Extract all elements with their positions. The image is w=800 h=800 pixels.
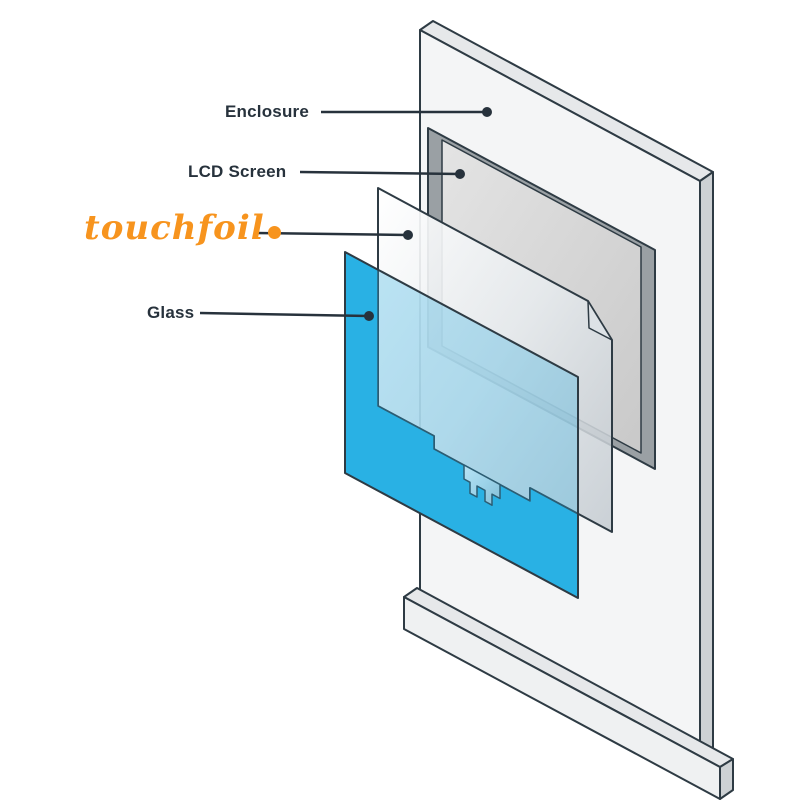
label-glass: Glass <box>147 303 195 322</box>
kiosk-right-face <box>699 171 714 758</box>
label-enclosure: Enclosure <box>225 102 309 121</box>
callout-dots <box>364 107 492 321</box>
callout-dot-lcd-screen <box>455 169 465 179</box>
foil-connector-tab <box>463 464 501 506</box>
touchfoil-logo: touchfoil <box>84 208 281 248</box>
touchfoil-fold-corner <box>587 300 613 341</box>
touchfoil-logo-dot <box>267 226 281 239</box>
touchfoil-logo-text: touchfoil <box>84 208 265 248</box>
callout-dot-enclosure <box>482 107 492 117</box>
kiosk-base-right <box>719 758 734 800</box>
callout-lines <box>199 110 487 318</box>
kiosk-base-front <box>403 596 721 800</box>
leader-line-touchfoil <box>255 231 409 237</box>
glass-sheet <box>344 251 579 599</box>
callout-dot-touchfoil <box>403 230 413 240</box>
label-lcd-screen: LCD Screen <box>188 162 287 181</box>
leader-line-lcd-screen <box>299 170 461 176</box>
callout-dot-glass <box>364 311 374 321</box>
leader-line-glass <box>199 311 370 318</box>
